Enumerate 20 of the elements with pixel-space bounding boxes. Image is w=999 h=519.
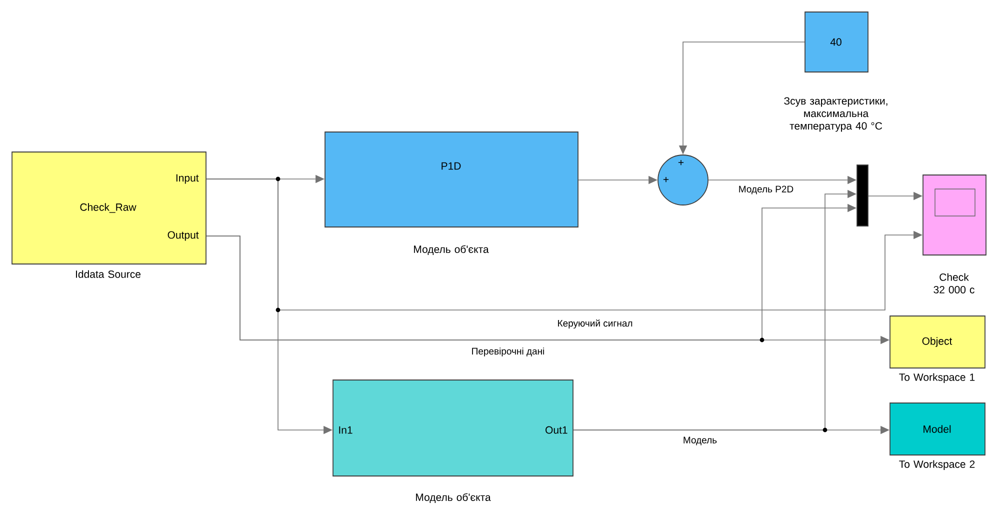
edge-label: Модель xyxy=(682,436,718,446)
block-caption: Check 32 000 с xyxy=(934,273,974,294)
edge-label: Модель P2D xyxy=(737,184,795,196)
sum-block: + + xyxy=(658,154,708,206)
constant-block: 40 xyxy=(804,12,868,72)
block-caption: Модель об'єкта xyxy=(414,245,489,255)
model-block: P1D xyxy=(324,132,578,228)
block-caption: Зсув зарактеристики, максимальна температура 40 °C xyxy=(784,97,888,132)
block-caption: Модель об'єкта xyxy=(416,493,491,503)
scope-block xyxy=(922,174,986,256)
block-caption: To Workspace 2 xyxy=(899,460,975,470)
mux-bar xyxy=(856,164,868,226)
edge-label: Керуючий сигнал xyxy=(556,318,634,330)
workspace-block: Model xyxy=(890,402,986,456)
block-caption: Iddata Source xyxy=(76,270,140,278)
subsystem-block: In1 Out1 xyxy=(332,380,574,476)
workspace-block: Object xyxy=(890,316,986,368)
block-caption: To Workspace 1 xyxy=(899,373,975,383)
source-block: Input Check_Raw Output xyxy=(12,152,206,264)
edge-label: Перевірочні дані xyxy=(470,346,546,358)
